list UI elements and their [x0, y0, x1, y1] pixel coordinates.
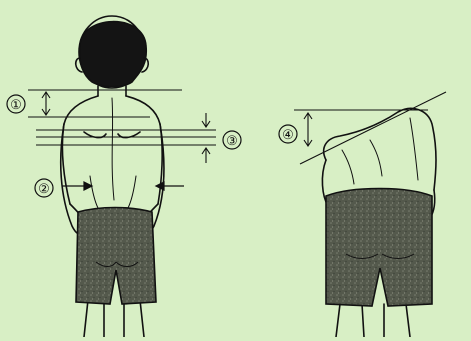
marker-1: ① [7, 95, 25, 113]
bending-back [324, 108, 436, 190]
marker-3-label: ③ [226, 134, 238, 149]
standing-torso [62, 96, 98, 204]
standing-hair [80, 22, 147, 87]
standing-shorts [76, 208, 156, 305]
shoulder-height-lines [28, 90, 182, 117]
marker-3: ③ [223, 131, 241, 149]
bending-shorts [326, 189, 432, 307]
marker-2-label: ② [38, 182, 50, 197]
marker-4: ④ [279, 125, 297, 143]
waist-gap-arrows [62, 182, 184, 190]
rib-hump-lines [294, 92, 446, 164]
marker-2: ② [35, 179, 53, 197]
marker-1-label: ① [10, 98, 22, 113]
marker-4-label: ④ [282, 128, 294, 143]
